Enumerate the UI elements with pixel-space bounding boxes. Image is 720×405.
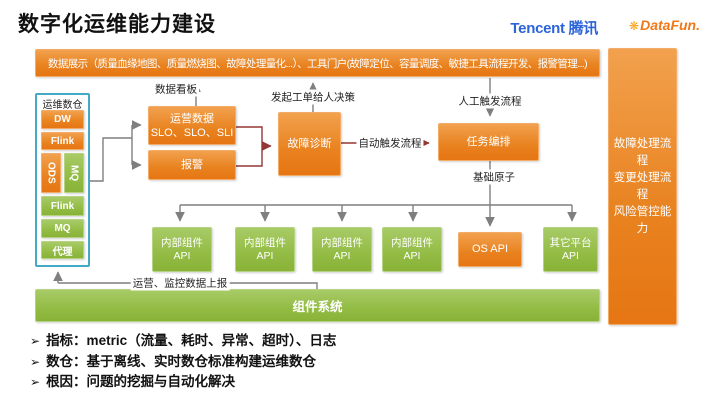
label-monitor-report: 运营、监控数据上报 <box>130 275 230 291</box>
alarm-box: 报警 <box>148 150 236 180</box>
tencent-logo-cn: 腾讯 <box>568 20 599 37</box>
api-box-line1: 内部组件 <box>161 236 203 249</box>
api-box-line1: 内部组件 <box>321 236 363 249</box>
task-orchestration-box: 任务编排 <box>438 123 539 161</box>
label-basic-atoms: 基础原子 <box>471 169 517 185</box>
api-box-line1: 内部组件 <box>244 236 286 249</box>
top-capability-banner: 数据展示（质量血缘地图、质量燃烧图、故障处理量化...）、工具门户(故障定位、容… <box>35 49 600 77</box>
api-box-line2: API <box>333 249 351 262</box>
fault-diagnosis-box: 故障诊断 <box>278 112 341 176</box>
right-bar-line: 风险管控能力 <box>613 205 672 235</box>
other-platform-api-box: 其它平台 API <box>543 227 598 272</box>
api-box-line2: API <box>562 249 579 262</box>
bullet-item: ➢ 数仓：基于离线、实时数仓标准构建运维数仓 <box>30 352 336 373</box>
warehouse-block-ods: ODS <box>41 153 61 193</box>
page-title: 数字化运维能力建设 <box>18 13 216 36</box>
datafun-logo: ❋DataFun. <box>629 17 700 33</box>
os-api-box: OS API <box>458 232 522 267</box>
bullet-text: 指标：metric（流量、耗时、异常、超时）、日志 <box>46 333 337 348</box>
warehouse-block-flink-bottom: Flink <box>41 196 84 216</box>
ops-data-box: 运营数据 SLO、SLO、SLI <box>148 106 236 145</box>
ops-data-warehouse-panel: 运维数仓 DW Flink ODS MQ Flink MQ 代理 <box>35 93 90 267</box>
warehouse-block-mq-bottom: MQ <box>41 219 84 238</box>
bullet-item: ➢ 根因：问题的挖掘与自动化解决 <box>30 372 336 393</box>
component-system-bar: 组件系统 <box>35 289 600 322</box>
label-ticket-to-human: 发起工单给人决策 <box>269 89 357 105</box>
bullet-text: 数仓：基于离线、实时数仓标准构建运维数仓 <box>46 353 317 369</box>
right-bar-line: 变更处理流程 <box>613 171 672 201</box>
api-box-line1: 其它平台 <box>549 236 592 249</box>
bullet-list: ➢ 指标：metric（流量、耗时、异常、超时）、日志 ➢ 数仓：基于离线、实时数仓… <box>30 331 336 393</box>
internal-component-api-box-4: 内部组件 API <box>382 227 442 272</box>
right-bar-line: 故障处理流程 <box>613 137 672 167</box>
internal-component-api-box-2: 内部组件 API <box>235 227 295 272</box>
bullet-marker: ➢ <box>30 375 41 389</box>
bullet-marker: ➢ <box>30 334 41 348</box>
api-box-line1: 内部组件 <box>391 236 433 249</box>
warehouse-title: 运维数仓 <box>42 100 83 111</box>
label-data-dashboard: 数据看板 <box>153 81 199 97</box>
tencent-logo: Tencent 腾讯 <box>510 17 598 38</box>
internal-component-api-box-3: 内部组件 API <box>312 227 372 272</box>
bullet-item: ➢ 指标：metric（流量、耗时、异常、超时）、日志 <box>30 331 336 352</box>
internal-component-api-box-1: 内部组件 API <box>152 227 212 272</box>
warehouse-block-mq-right: MQ <box>64 153 84 193</box>
tencent-logo-en: Tencent <box>510 20 565 37</box>
bullet-text: 根因：问题的挖掘与自动化解决 <box>46 374 236 389</box>
datafun-logo-text: DataFun. <box>640 17 700 33</box>
ops-data-box-line1: 运营数据 <box>170 112 214 125</box>
ops-data-box-line2: SLO、SLO、SLI <box>150 126 234 139</box>
datafun-pixel-icon: ❋ <box>629 19 640 33</box>
warehouse-block-dw: DW <box>41 110 84 129</box>
api-box-line2: API <box>256 249 274 262</box>
label-auto-trigger: 自动触发流程 <box>356 135 424 151</box>
api-box-line2: API <box>403 249 421 262</box>
api-box-line2: API <box>173 249 191 262</box>
warehouse-block-proxy: 代理 <box>41 241 84 259</box>
right-capability-bar: 故障处理流程 变更处理流程 风险管控能力 <box>608 48 677 325</box>
bullet-marker: ➢ <box>30 354 41 369</box>
warehouse-block-flink-top: Flink <box>41 132 84 150</box>
label-manual-trigger: 人工触发流程 <box>456 93 524 109</box>
